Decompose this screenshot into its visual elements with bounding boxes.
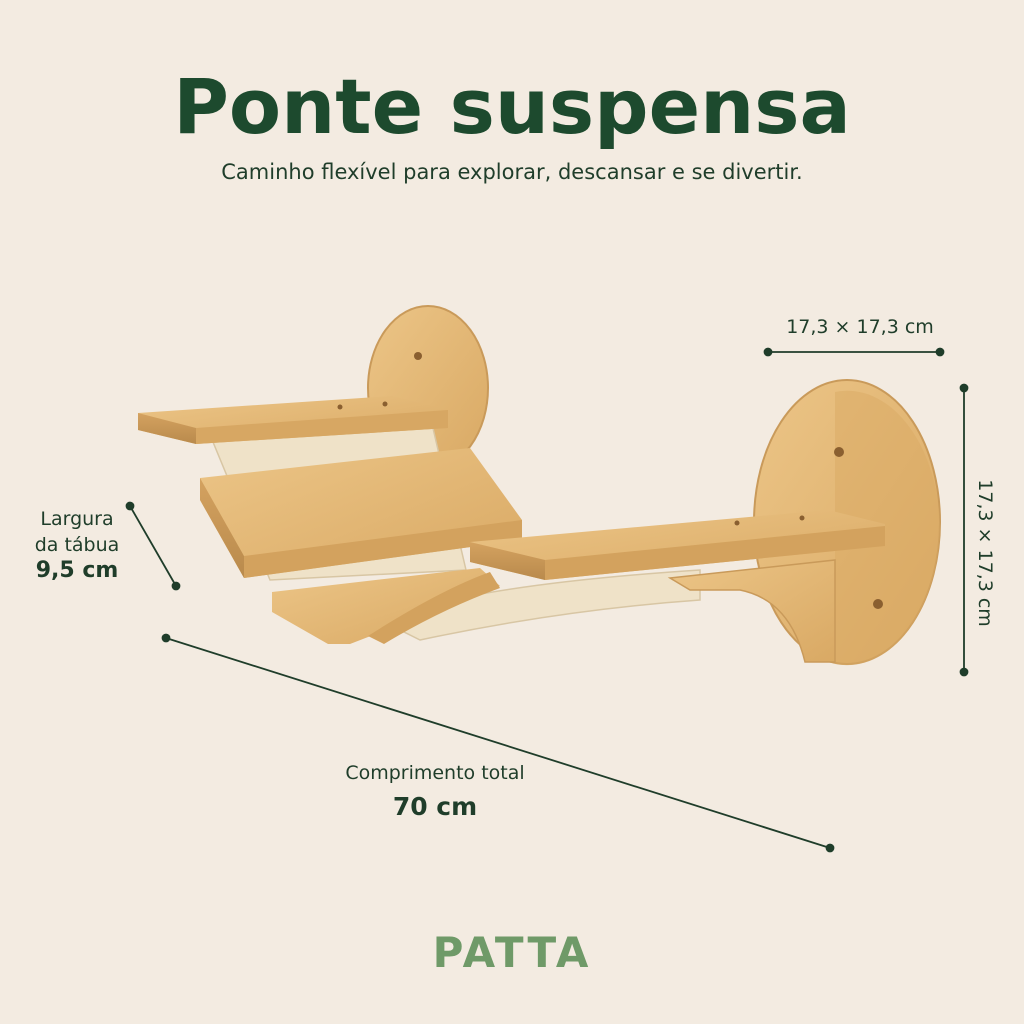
right-shelf bbox=[470, 510, 885, 663]
page-title: Ponte suspensa bbox=[173, 62, 851, 151]
width-label-line2: da tábua bbox=[34, 534, 120, 556]
page-subtitle: Caminho flexível para explorar, descansa… bbox=[221, 160, 803, 184]
brand-logo: PATTA bbox=[432, 928, 592, 977]
middle-plank bbox=[200, 448, 522, 578]
length-dimension-line bbox=[165, 637, 831, 849]
top-dimension-label: 17,3 × 17,3 cm bbox=[786, 316, 934, 338]
length-label: Comprimento total bbox=[345, 762, 525, 784]
width-label-line1: Largura bbox=[40, 508, 114, 530]
width-dimension-line bbox=[129, 505, 177, 587]
total-length-label: Comprimento total 70 cm bbox=[330, 756, 540, 824]
plank-width-label: Largura da tábua 9,5 cm bbox=[22, 506, 132, 584]
lower-plank bbox=[272, 568, 500, 644]
side-dimension-label: 17,3 × 17,3 cm bbox=[974, 479, 996, 627]
length-value: 70 cm bbox=[392, 792, 478, 821]
left-top-shelf bbox=[138, 396, 448, 444]
dimension-lines bbox=[125, 347, 969, 853]
width-value: 9,5 cm bbox=[35, 558, 119, 583]
paw-icon bbox=[562, 948, 583, 968]
